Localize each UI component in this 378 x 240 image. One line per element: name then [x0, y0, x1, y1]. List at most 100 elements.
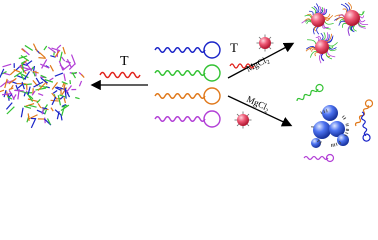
network-strand	[20, 74, 25, 81]
coated-nanoparticle	[311, 13, 325, 27]
coating-strand	[304, 18, 312, 22]
network-strand	[61, 105, 66, 116]
coating-strand	[347, 2, 352, 11]
network-strand	[40, 77, 49, 84]
network-strand	[0, 68, 5, 79]
network-strand	[10, 84, 14, 90]
network-strand	[40, 63, 50, 69]
coating-strand	[304, 14, 312, 19]
coating-strand	[317, 35, 321, 41]
network-strand	[70, 54, 76, 65]
coating-strand	[305, 46, 316, 50]
ligand	[343, 117, 347, 120]
small-strand	[360, 111, 371, 142]
small-strand	[354, 99, 374, 127]
coating-strand	[319, 53, 322, 64]
coating-strand	[322, 32, 326, 41]
network-strand	[75, 96, 80, 100]
blue-particle	[313, 121, 331, 139]
coating-strand	[342, 23, 347, 28]
network-strand	[38, 51, 46, 59]
network-strand	[30, 117, 37, 129]
network-strand	[50, 107, 54, 112]
coating-strand	[320, 53, 324, 62]
coating-strand	[347, 25, 351, 36]
coating-strand	[342, 8, 347, 13]
coating-strand	[328, 45, 334, 49]
network-strand	[27, 98, 39, 103]
coating-strand	[316, 26, 320, 35]
coating-strand	[359, 19, 366, 23]
hairpin-loop	[203, 64, 221, 82]
network-strand	[24, 71, 31, 80]
left-arrow-label: T	[120, 54, 129, 69]
upper-arrow-label-t: T	[230, 40, 238, 55]
coating-strand	[349, 25, 353, 32]
ligand	[258, 46, 262, 50]
coating-strand	[318, 5, 322, 14]
network-strand	[56, 111, 60, 120]
coating-strand	[335, 17, 345, 21]
coating-strand	[328, 47, 337, 50]
coating-strand	[358, 10, 365, 16]
upper-heat-wave	[229, 63, 255, 69]
ligand	[341, 115, 345, 118]
ligand	[246, 123, 250, 127]
network-strand	[26, 60, 33, 65]
free-small-strands	[296, 83, 374, 163]
network-strand	[37, 103, 42, 109]
network-strand	[59, 94, 67, 98]
blue-particle	[311, 138, 321, 148]
network-strand	[35, 87, 47, 91]
lower-arrow-label-mg: MgCl2	[244, 94, 271, 115]
strand-loop	[362, 133, 371, 142]
network-strand	[63, 83, 66, 90]
coating-strand	[313, 6, 318, 14]
network-strand	[41, 59, 48, 69]
network-strand	[2, 63, 12, 68]
network-strand	[19, 65, 30, 70]
hairpin-stem	[154, 116, 206, 122]
hairpin-stem	[154, 47, 206, 53]
coating-strand	[326, 33, 333, 42]
network-strand	[62, 64, 70, 71]
network-strand	[50, 55, 56, 58]
network-strand	[42, 107, 48, 110]
coating-strand	[338, 20, 346, 26]
coating-strand	[339, 19, 345, 23]
network-strand	[80, 73, 85, 78]
network-strand	[33, 71, 36, 77]
network-strand	[58, 60, 64, 71]
coating-strand	[325, 34, 330, 42]
ligand	[344, 134, 348, 137]
network-strand	[61, 56, 66, 62]
coating-strand	[315, 3, 320, 14]
blue-particle	[322, 105, 338, 121]
coating-strand	[323, 23, 329, 28]
coating-strand	[328, 48, 337, 52]
network-strand	[23, 92, 26, 97]
hairpin-stem	[154, 93, 206, 99]
coating-strand	[321, 9, 326, 15]
hairpin-loop	[203, 41, 221, 59]
coating-strand	[306, 13, 313, 18]
network-strand	[17, 83, 23, 89]
network-strand	[57, 95, 62, 106]
network-strand	[35, 77, 41, 84]
ligand	[333, 143, 336, 147]
strand-stem	[360, 111, 368, 137]
ligand	[268, 46, 272, 50]
ligand	[258, 36, 262, 40]
network-strand	[37, 82, 46, 91]
coating-strand	[313, 26, 317, 32]
coating-strand	[310, 51, 317, 58]
network-strand	[33, 81, 44, 88]
network-strand	[56, 86, 65, 90]
ligand	[323, 109, 326, 114]
network-strand	[63, 97, 67, 104]
network-strand	[52, 90, 58, 94]
network-strand	[23, 83, 32, 86]
blue-particle	[337, 134, 349, 146]
ligand	[246, 113, 250, 117]
ligand	[320, 111, 323, 115]
